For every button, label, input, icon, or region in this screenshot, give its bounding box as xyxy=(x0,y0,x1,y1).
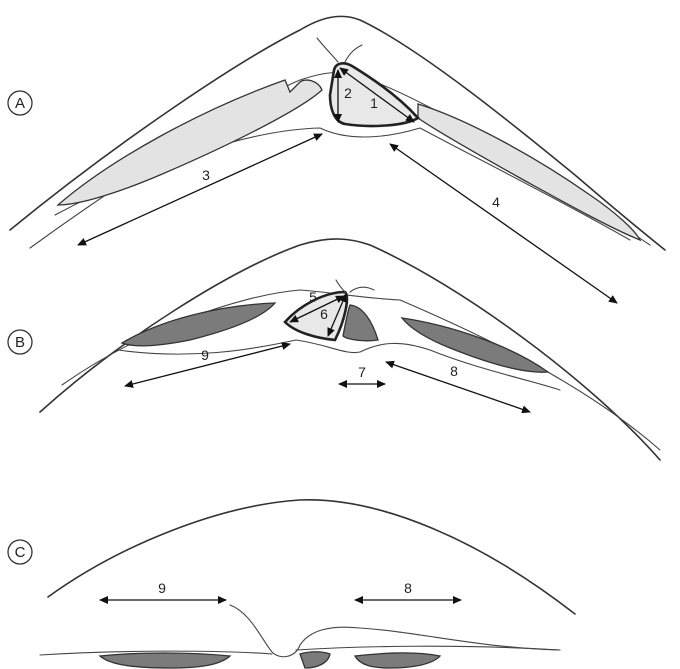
panel-c-right-muscle xyxy=(355,653,440,668)
panel-a-left-muscle xyxy=(58,80,322,205)
panel-a-right-muscle xyxy=(418,104,640,240)
panel-c-left-muscle xyxy=(100,653,230,668)
panel-a-label-2: 2 xyxy=(344,85,352,101)
panel-b-arrow-8 xyxy=(386,362,530,412)
panel-c-letter: C xyxy=(15,544,26,561)
panel-c: C 9 8 xyxy=(8,500,575,668)
panel-a: A 1 2 3 4 xyxy=(8,16,665,303)
panel-a-badge: A xyxy=(8,91,32,115)
panel-b-dark-fragment xyxy=(343,305,378,341)
panel-a-skin-outline xyxy=(10,16,665,250)
panel-b-badge: B xyxy=(8,330,32,354)
panel-b-label-5: 5 xyxy=(309,289,317,305)
panel-a-label-3: 3 xyxy=(202,167,210,183)
panel-c-contour xyxy=(230,605,560,657)
panel-c-label-9: 9 xyxy=(158,580,166,596)
panel-b: B 5 6 7 8 9 xyxy=(8,239,660,460)
panel-b-right-muscle xyxy=(402,318,548,372)
panel-c-center-muscle xyxy=(300,652,330,668)
panel-c-label-8: 8 xyxy=(404,580,412,596)
panel-a-hair-tuft xyxy=(317,38,362,62)
panel-a-label-1: 1 xyxy=(370,95,378,111)
panel-c-badge: C xyxy=(8,540,32,564)
panel-b-label-9: 9 xyxy=(201,347,209,363)
panel-b-letter: B xyxy=(15,334,25,351)
panel-b-label-6: 6 xyxy=(320,306,328,322)
panel-a-letter: A xyxy=(15,95,25,112)
panel-b-label-7: 7 xyxy=(358,364,366,380)
panel-a-label-4: 4 xyxy=(492,194,500,210)
panel-b-left-muscle xyxy=(122,303,275,346)
panel-b-skin-outline xyxy=(40,239,660,460)
panel-b-label-8: 8 xyxy=(450,363,458,379)
panel-c-skin-outline xyxy=(48,500,575,614)
